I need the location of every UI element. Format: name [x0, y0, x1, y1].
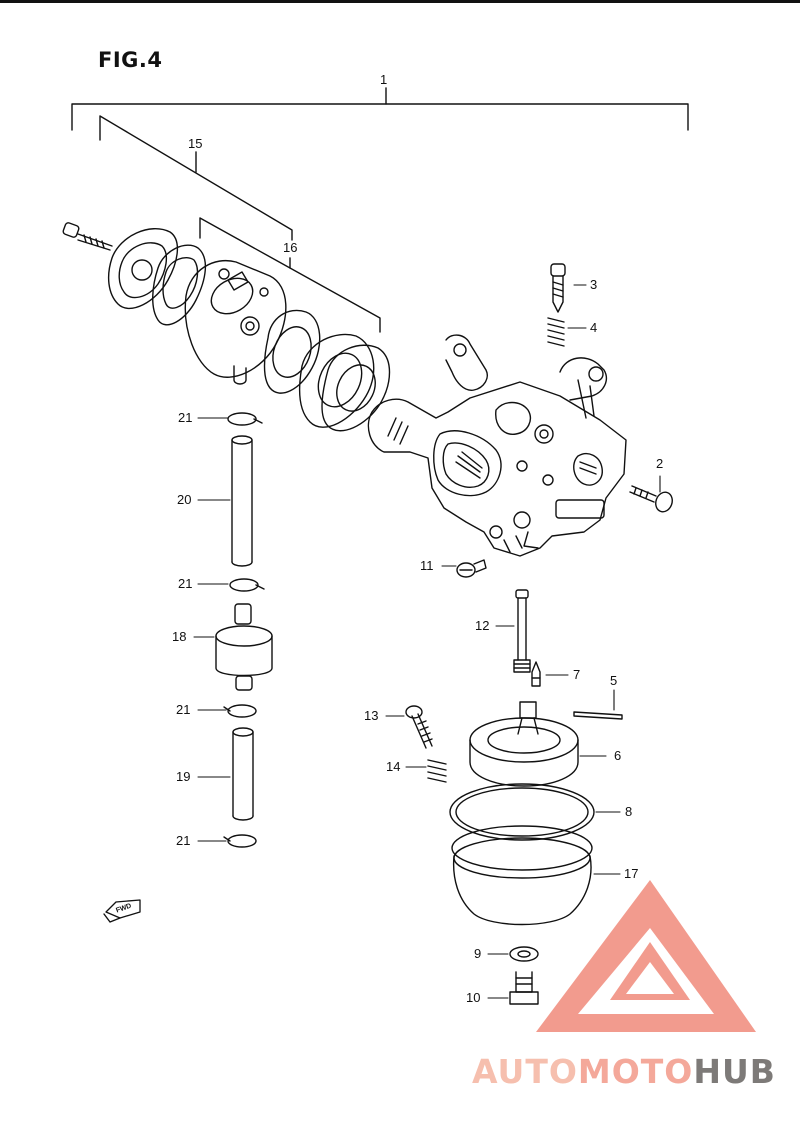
fuel-pump-gasket-1	[152, 244, 206, 326]
watermark-hub: HUB	[693, 1052, 776, 1091]
bracket-assembly-15	[99, 115, 293, 241]
screw-3	[550, 263, 566, 313]
carburetor-body	[367, 334, 627, 557]
figure-title: FIG.4	[98, 48, 163, 72]
callout-21-upper-middle: 21	[178, 576, 193, 591]
callout-5: 5	[610, 673, 618, 688]
spring-14	[427, 759, 447, 783]
fuel-hose-20	[231, 435, 253, 567]
screw-2	[629, 485, 673, 513]
watermark-moto: MOTO	[577, 1052, 694, 1091]
fuel-pump-body	[184, 260, 287, 385]
float-6	[469, 701, 579, 787]
fuel-hose-19	[232, 727, 254, 821]
screw-11	[456, 559, 487, 578]
callout-21-bottom: 21	[176, 833, 191, 848]
fuel-filter-18	[215, 603, 273, 691]
fwd-arrow-icon	[103, 899, 141, 923]
clip-21-top	[227, 412, 263, 426]
callout-21-lower-middle: 21	[176, 702, 191, 717]
fuel-pump-diaphragm	[263, 309, 321, 394]
callout-8: 8	[625, 804, 633, 819]
clip-21-lower-middle	[223, 704, 257, 718]
callout-18: 18	[172, 629, 187, 644]
callout-12: 12	[475, 618, 490, 633]
callout-7: 7	[573, 667, 581, 682]
fuel-pump-screw	[62, 222, 113, 251]
callout-15: 15	[188, 136, 203, 151]
callout-11: 11	[420, 558, 434, 573]
watermark-auto: AUTO	[472, 1052, 578, 1091]
fuel-pump-gasket-2	[298, 333, 375, 428]
callout-2: 2	[656, 456, 664, 471]
callout-leader-lines	[193, 284, 661, 999]
callout-4: 4	[590, 320, 598, 335]
callout-17: 17	[624, 866, 639, 881]
callout-20: 20	[177, 492, 192, 507]
callout-3: 3	[590, 277, 598, 292]
fuel-pump-cover	[107, 228, 178, 310]
gasket-o-ring-8	[449, 783, 595, 841]
needle-valve-7	[531, 661, 541, 687]
drain-screw-10	[509, 971, 539, 1005]
callout-19: 19	[176, 769, 191, 784]
callout-13: 13	[364, 708, 379, 723]
clip-21-bottom	[223, 834, 257, 848]
automotohub-logo-icon	[536, 880, 756, 1032]
callout-1: 1	[380, 72, 388, 87]
watermark-text: AUTOMOTOHUB	[472, 1052, 776, 1091]
callout-6: 6	[614, 748, 622, 763]
callout-14: 14	[386, 759, 401, 774]
nozzle-12	[513, 589, 531, 673]
washer-9	[509, 946, 539, 962]
float-bowl-17	[451, 825, 593, 926]
callout-10: 10	[466, 990, 481, 1005]
pin-5	[573, 711, 623, 720]
bracket-assembly-16	[199, 217, 381, 333]
clip-21-upper-middle	[229, 578, 265, 592]
callout-9: 9	[474, 946, 482, 961]
spring-4	[547, 317, 565, 347]
screw-13	[405, 705, 433, 749]
callout-16: 16	[283, 240, 298, 255]
callout-21-top: 21	[178, 410, 193, 425]
bracket-assembly-1	[71, 87, 689, 131]
page-top-border	[0, 0, 800, 3]
